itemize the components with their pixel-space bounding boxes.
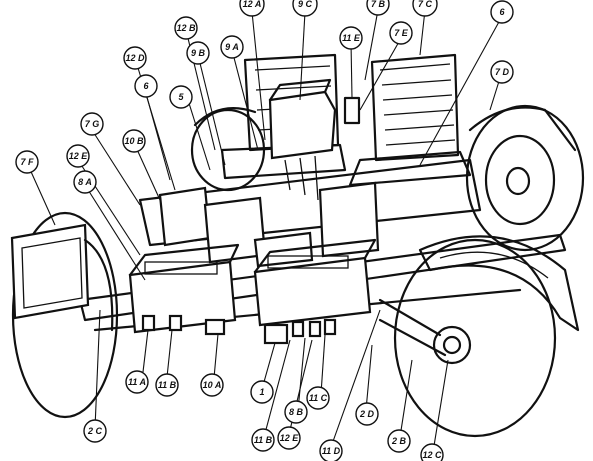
svg-text:12 E: 12 E [69, 151, 89, 161]
svg-text:9 A: 9 A [225, 42, 239, 52]
control-console [268, 78, 361, 201]
callout-2C: 2 C [83, 419, 107, 443]
svg-text:12 E: 12 E [280, 433, 300, 443]
svg-text:7 G: 7 G [85, 119, 100, 129]
callout-11C: 11 C [306, 386, 330, 410]
svg-text:1: 1 [259, 387, 264, 397]
rear-right-wheel [465, 104, 585, 252]
callout-9C: 9 C [292, 0, 318, 17]
front-left-wheel [10, 211, 119, 419]
callout-7C: 7 C [412, 0, 438, 17]
callout-12A: 12 A [239, 0, 265, 17]
callout-8B: 8 B [284, 400, 308, 424]
svg-text:11 A: 11 A [128, 377, 146, 387]
connectors [141, 314, 337, 345]
callout-7E: 7 E [389, 21, 413, 45]
leader-lines [27, 9, 501, 453]
svg-text:5: 5 [178, 92, 184, 102]
callout-11E: 11 E [339, 26, 363, 50]
svg-text:12 A: 12 A [243, 0, 262, 9]
svg-text:11 E: 11 E [342, 33, 361, 43]
callout-6-left: 6 [134, 74, 158, 98]
callout-10B: 10 B [122, 129, 146, 153]
svg-text:11 B: 11 B [158, 380, 177, 390]
svg-text:2 D: 2 D [359, 409, 375, 419]
callout-12E-bottom: 12 E [277, 426, 301, 450]
svg-text:12 B: 12 B [176, 23, 196, 33]
callout-12E: 12 E [66, 144, 90, 168]
svg-text:7 D: 7 D [495, 67, 510, 77]
callout-11B-bottom: 11 B [251, 428, 275, 452]
callout-11D: 11 D [319, 439, 343, 461]
svg-text:2 C: 2 C [87, 426, 103, 436]
callout-2D: 2 D [355, 402, 379, 426]
callout-7D: 7 D [490, 60, 514, 84]
svg-text:2 B: 2 B [391, 436, 407, 446]
svg-text:9 C: 9 C [298, 0, 313, 9]
callout-10A: 10 A [200, 373, 224, 397]
equipment-boxes [128, 181, 380, 334]
svg-text:10 B: 10 B [124, 136, 144, 146]
svg-text:10 A: 10 A [203, 380, 222, 390]
svg-text:9 B: 9 B [191, 48, 206, 58]
svg-text:7 B: 7 B [371, 0, 386, 9]
svg-text:7 C: 7 C [418, 0, 433, 9]
callout-1: 1 [250, 380, 274, 404]
callout-6-top: 6 [490, 0, 514, 24]
callout-5: 5 [169, 85, 193, 109]
callout-8A: 8 A [73, 170, 97, 194]
svg-text:7 E: 7 E [394, 28, 409, 38]
callout-9B: 9 B [186, 41, 210, 65]
svg-text:11 B: 11 B [254, 435, 273, 445]
callout-12C: 12 C [420, 443, 444, 461]
callout-7F: 7 F [15, 150, 39, 174]
callout-11B: 11 B [155, 373, 179, 397]
svg-text:12 D: 12 D [125, 53, 145, 63]
callout-12D: 12 D [123, 46, 147, 70]
front-right-wheel [378, 235, 580, 438]
callout-9A: 9 A [220, 35, 244, 59]
svg-text:6: 6 [143, 81, 149, 91]
callout-11A: 11 A [125, 370, 149, 394]
svg-text:11 D: 11 D [322, 446, 341, 456]
callout-12B: 12 B [174, 16, 198, 40]
callout-7G: 7 G [80, 112, 104, 136]
callout-7B: 7 B [366, 0, 390, 16]
svg-text:7 F: 7 F [20, 157, 34, 167]
svg-text:12 C: 12 C [422, 450, 442, 460]
svg-text:11 C: 11 C [309, 393, 328, 403]
callouts: 12 A 9 C 7 B 7 C 6 12 B 11 E 7 E 12 D 9 … [15, 0, 514, 461]
seats [220, 53, 472, 187]
callout-2B: 2 B [387, 429, 411, 453]
svg-text:6: 6 [499, 7, 505, 17]
svg-text:8 B: 8 B [289, 407, 304, 417]
svg-text:8 A: 8 A [78, 177, 92, 187]
